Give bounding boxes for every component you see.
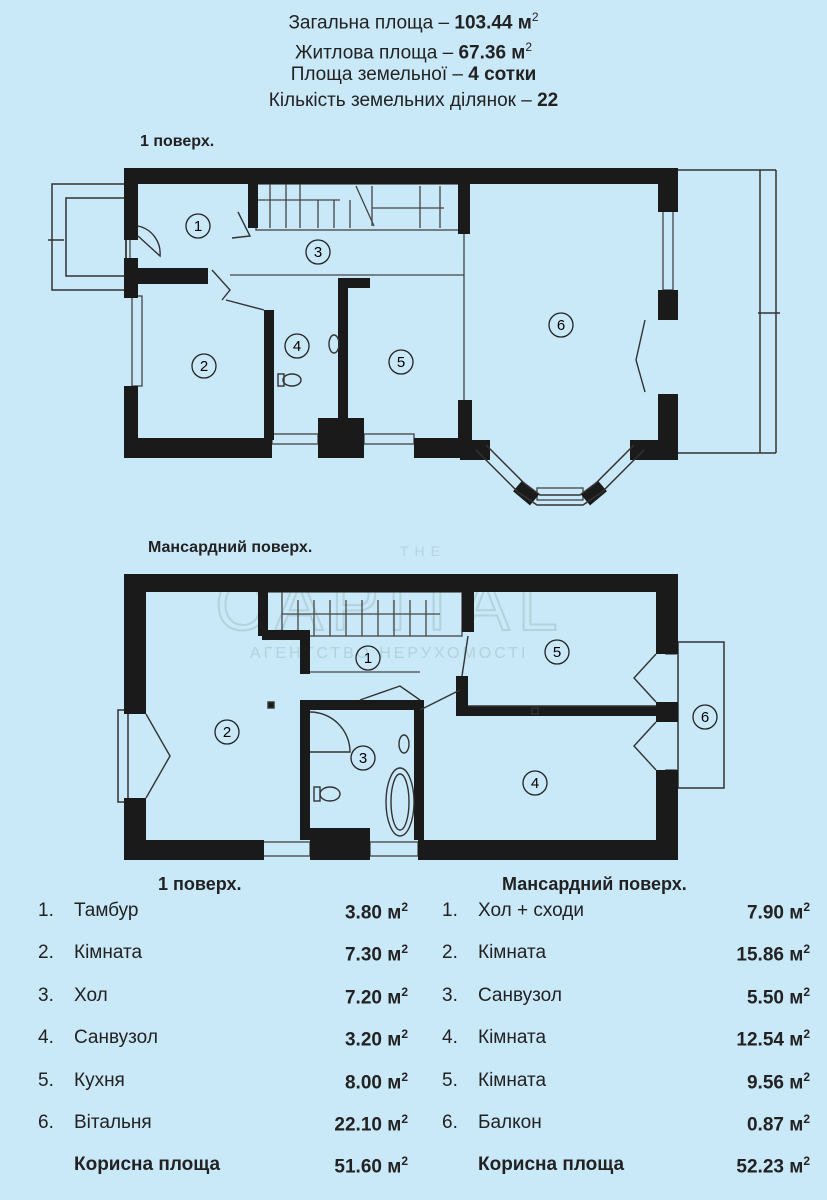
land-area-label: Площа земельної –: [290, 64, 469, 85]
floor1-plan: 1 2 3 4 5 6: [48, 168, 780, 506]
plots-count-value: 22: [537, 90, 559, 111]
total-area-line: Загальна площа – 103.44 м2: [0, 6, 827, 34]
row-name: Кімната: [478, 1027, 547, 1048]
row-area: 12.54 м2: [736, 1027, 810, 1051]
attic-room-label-4: 4: [531, 775, 539, 792]
row-number: 4.: [442, 1027, 458, 1048]
floor1-fixtures: [277, 334, 340, 387]
floor1-title: 1 поверх.: [140, 133, 215, 150]
row-area: 8.00 м2: [344, 1070, 408, 1094]
row-area: 5.50 м2: [746, 985, 810, 1009]
floor1-room-label-1: 1: [194, 218, 202, 235]
total-area: 51.60 м2: [334, 1154, 408, 1178]
row-name: Хол + сходи: [478, 900, 584, 921]
row-area: 15.86 м2: [736, 942, 810, 966]
row-name: Вітальня: [74, 1112, 152, 1133]
row-area: 7.20 м2: [344, 985, 408, 1009]
porch: [48, 183, 127, 291]
total-area-value: 103.44 м: [454, 12, 532, 34]
row-area: 3.20 м2: [344, 1027, 408, 1051]
row-name: Санвузол: [478, 985, 562, 1006]
floor1-table-header: 1 поверх.: [158, 874, 242, 894]
attic-fixtures: [267, 701, 539, 837]
row-number: 6.: [442, 1112, 458, 1133]
plots-count-label: Кількість земельних ділянок –: [268, 90, 538, 111]
total-area: 52.23 м2: [736, 1154, 810, 1178]
attic-room-label-1: 1: [364, 650, 372, 667]
row-area: 7.30 м2: [344, 942, 408, 966]
attic-room-label-6: 6: [701, 709, 709, 726]
total-area-label: Загальна площа –: [288, 12, 455, 34]
row-name: Хол: [74, 985, 108, 1006]
living-area-value: 67.36 м: [458, 42, 526, 64]
row-number: 6.: [38, 1112, 54, 1133]
floor1-room-label-2: 2: [200, 358, 208, 375]
floor1-area-table: 1 поверх. 1. Тамбур 3.80 м2 2. Кімната 7.30 …: [38, 870, 408, 1190]
floor1-room-label-5: 5: [397, 354, 405, 371]
attic-title: Мансардний поверх.: [148, 539, 313, 556]
floor1-walls: [124, 168, 678, 506]
plots-count-line: Кількість земельних ділянок – 22: [0, 90, 827, 112]
row-number: 5.: [442, 1070, 458, 1091]
watermark-line1: THE: [400, 543, 446, 559]
row-name: Кімната: [478, 942, 547, 963]
row-area: 0.87 м2: [746, 1112, 810, 1136]
row-area: 9.56 м2: [746, 1070, 810, 1094]
total-label: Корисна площа: [74, 1154, 221, 1175]
attic-doors: [145, 635, 657, 799]
attic-plan: 1 2 3 4 5 6: [117, 574, 725, 860]
sq-superscript: 2: [525, 40, 533, 54]
terrace: [676, 169, 780, 454]
row-number: 3.: [38, 985, 54, 1006]
floor1-room-label-4: 4: [293, 338, 301, 355]
attic-room-label-5: 5: [553, 644, 561, 661]
watermark-line3: АГЕНТСТВО НЕРУХОМОСТІ: [250, 645, 528, 662]
row-number: 3.: [442, 985, 458, 1006]
row-number: 2.: [442, 942, 458, 963]
land-area-value: 4 сотки: [468, 64, 537, 85]
attic-table-header: Мансардний поверх.: [502, 874, 687, 894]
row-name: Санвузол: [74, 1027, 158, 1048]
row-number: 1.: [442, 900, 458, 921]
row-name: Кімната: [74, 942, 143, 963]
row-number: 5.: [38, 1070, 54, 1091]
land-area-line: Площа земельної – 4 сотки: [0, 64, 827, 86]
row-area: 7.90 м2: [746, 900, 810, 924]
living-area-line: Житлова площа – 67.36 м2: [0, 36, 827, 64]
row-number: 1.: [38, 900, 54, 921]
attic-walls: [124, 574, 678, 860]
floor1-room-labels: 1 2 3 4 5 6: [185, 213, 574, 379]
attic-room-label-2: 2: [223, 724, 231, 741]
attic-room-label-3: 3: [359, 750, 367, 767]
sq-superscript: 2: [531, 10, 539, 24]
floor-plans: THE CAPITAL АГЕНТСТВО НЕРУХОМОСТІ: [48, 168, 780, 860]
row-area: 22.10 м2: [334, 1112, 408, 1136]
floor1-room-label-6: 6: [557, 317, 565, 334]
row-number: 2.: [38, 942, 54, 963]
floor1-room-label-3: 3: [314, 244, 322, 261]
attic-room-labels: 1 2 3 4 5 6: [214, 639, 718, 796]
row-area: 3.80 м2: [344, 900, 408, 924]
total-label: Корисна площа: [478, 1154, 625, 1175]
row-name: Тамбур: [74, 900, 139, 921]
bay-window: [475, 444, 645, 506]
row-name: Кімната: [478, 1070, 547, 1091]
floor1-doors: [137, 211, 646, 393]
row-number: 4.: [38, 1027, 54, 1048]
living-area-label: Житлова площа –: [294, 42, 459, 64]
row-name: Балкон: [478, 1112, 542, 1133]
row-name: Кухня: [74, 1070, 125, 1091]
